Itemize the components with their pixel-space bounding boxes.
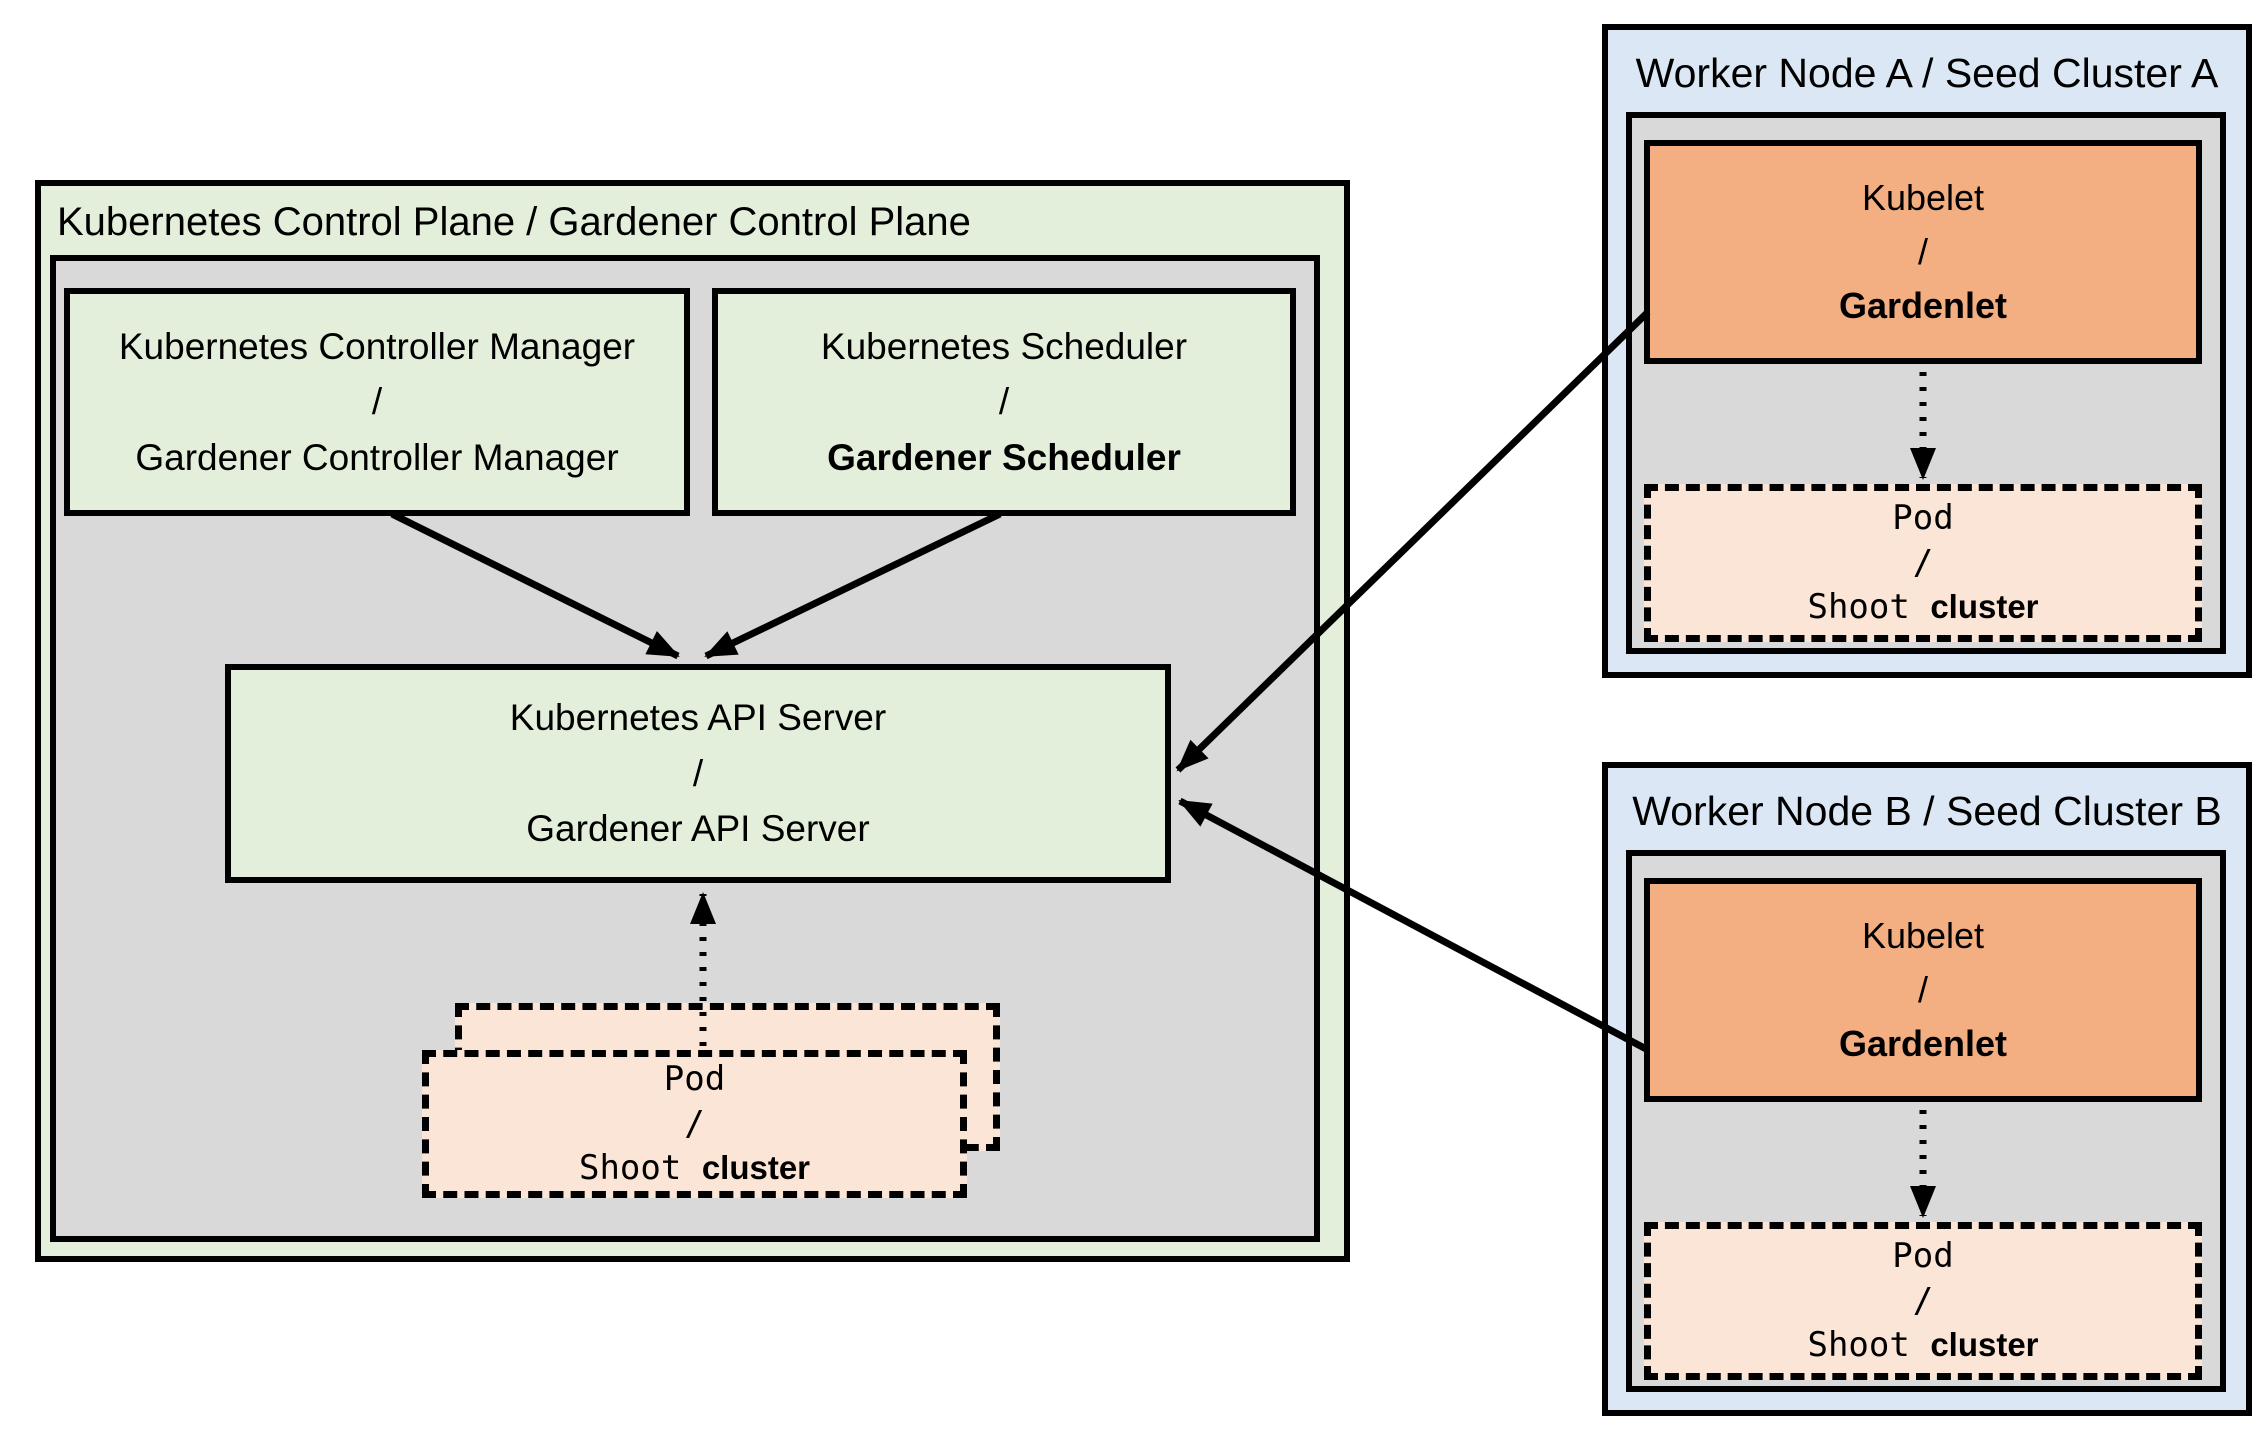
control-plane-inner-box: Kubernetes Controller Manager / Gardener… [50, 255, 1320, 1242]
worker-node-b-inner-box: Kubelet / Gardenlet Pod / Shoot cluster [1626, 850, 2226, 1392]
pod-stack-line2: Shoot cluster [579, 1146, 810, 1191]
pod-shoot-stack-box: Pod / Shoot cluster [422, 1050, 967, 1198]
pod-stack-line1: Pod [663, 1058, 726, 1099]
kubelet-a-line1: Kubelet [1861, 177, 1985, 218]
controller-manager-separator: / [371, 381, 383, 423]
pod-a-line2: Shoot cluster [1807, 585, 2038, 630]
api-server-separator: / [692, 752, 704, 794]
worker-node-b-box: Worker Node B / Seed Cluster B Kubelet /… [1602, 762, 2252, 1416]
pod-b-separator: / [1912, 1280, 1934, 1321]
control-plane-box: Kubernetes Control Plane / Gardener Cont… [35, 180, 1350, 1262]
kubelet-b-line2: Gardenlet [1838, 1023, 2008, 1064]
pod-a-line2-cluster: cluster [1930, 588, 2039, 626]
controller-manager-line2: Gardener Controller Manager [135, 436, 619, 478]
scheduler-separator: / [998, 381, 1010, 423]
kubelet-b-separator: / [1917, 969, 1928, 1010]
worker-node-a-inner-box: Kubelet / Gardenlet Pod / Shoot cluster [1626, 112, 2226, 654]
api-server-box: Kubernetes API Server / Gardener API Ser… [225, 664, 1171, 883]
pod-b-line2-cluster: cluster [1930, 1326, 2039, 1364]
api-server-line2: Gardener API Server [526, 808, 870, 850]
pod-stack-line2-cluster: cluster [701, 1149, 811, 1187]
pod-a-line2-shoot: Shoot [1807, 587, 1910, 628]
pod-b-line2: Shoot cluster [1807, 1323, 2038, 1368]
scheduler-line2: Gardener Scheduler [827, 436, 1181, 478]
pod-b-line1: Pod [1892, 1235, 1954, 1276]
pod-a-separator: / [1912, 542, 1934, 583]
kubelet-b-line1: Kubelet [1861, 915, 1985, 956]
kubelet-b-box: Kubelet / Gardenlet [1644, 878, 2202, 1102]
kubelet-a-separator: / [1917, 231, 1928, 272]
worker-node-a-title: Worker Node A / Seed Cluster A [1635, 50, 2219, 96]
controller-manager-line1: Kubernetes Controller Manager [118, 325, 636, 367]
kubelet-a-box: Kubelet / Gardenlet [1644, 140, 2202, 364]
api-server-line1: Kubernetes API Server [509, 697, 887, 739]
controller-manager-box: Kubernetes Controller Manager / Gardener… [64, 288, 690, 516]
pod-b-line2-shoot: Shoot [1807, 1325, 1910, 1366]
scheduler-box: Kubernetes Scheduler / Gardener Schedule… [712, 288, 1296, 516]
kubelet-a-line2: Gardenlet [1838, 285, 2008, 326]
pod-b-box: Pod / Shoot cluster [1644, 1222, 2202, 1380]
worker-node-b-title: Worker Node B / Seed Cluster B [1632, 788, 2222, 834]
pod-stack-line2-shoot: Shoot [578, 1148, 682, 1189]
pod-a-line1: Pod [1892, 497, 1954, 538]
pod-stack-separator: / [684, 1103, 705, 1144]
pod-a-box: Pod / Shoot cluster [1644, 484, 2202, 642]
worker-node-a-box: Worker Node A / Seed Cluster A Kubelet /… [1602, 24, 2252, 678]
scheduler-line1: Kubernetes Scheduler [820, 325, 1188, 367]
control-plane-title: Kubernetes Control Plane / Gardener Cont… [57, 200, 971, 244]
